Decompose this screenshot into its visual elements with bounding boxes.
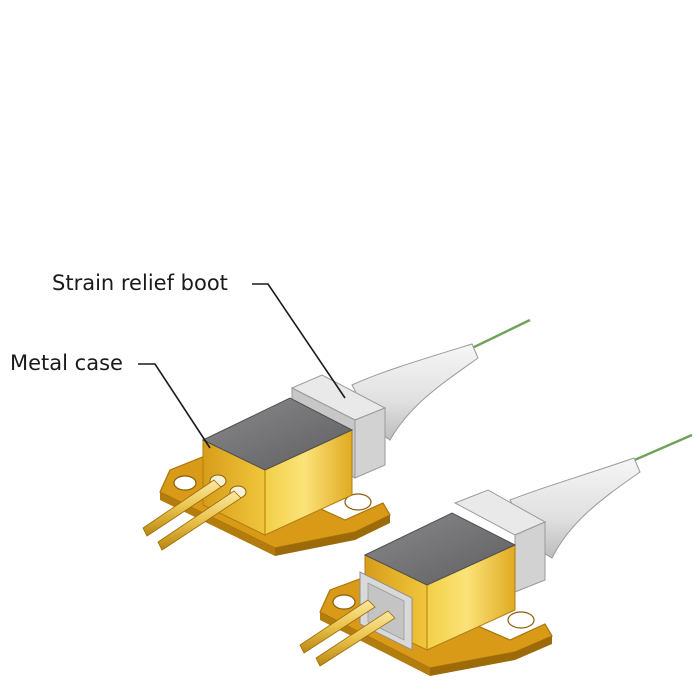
fiber-1 [467, 318, 531, 352]
pin-2b [315, 610, 396, 667]
case-top-2 [363, 512, 517, 586]
metal-case-label: Metal case [10, 351, 123, 375]
strain-relief-boot-label: Strain relief boot [52, 271, 228, 295]
leader-metal-case [138, 363, 211, 449]
callout-leaders [138, 283, 346, 449]
case-top-1 [201, 397, 354, 471]
module-1 [142, 318, 531, 556]
pin-1b [157, 490, 242, 551]
leader-strain-relief-boot [252, 283, 346, 399]
pin-2a [299, 599, 376, 654]
pin-1a [142, 479, 222, 537]
module-2 [299, 433, 693, 676]
fiber-2 [629, 433, 693, 464]
